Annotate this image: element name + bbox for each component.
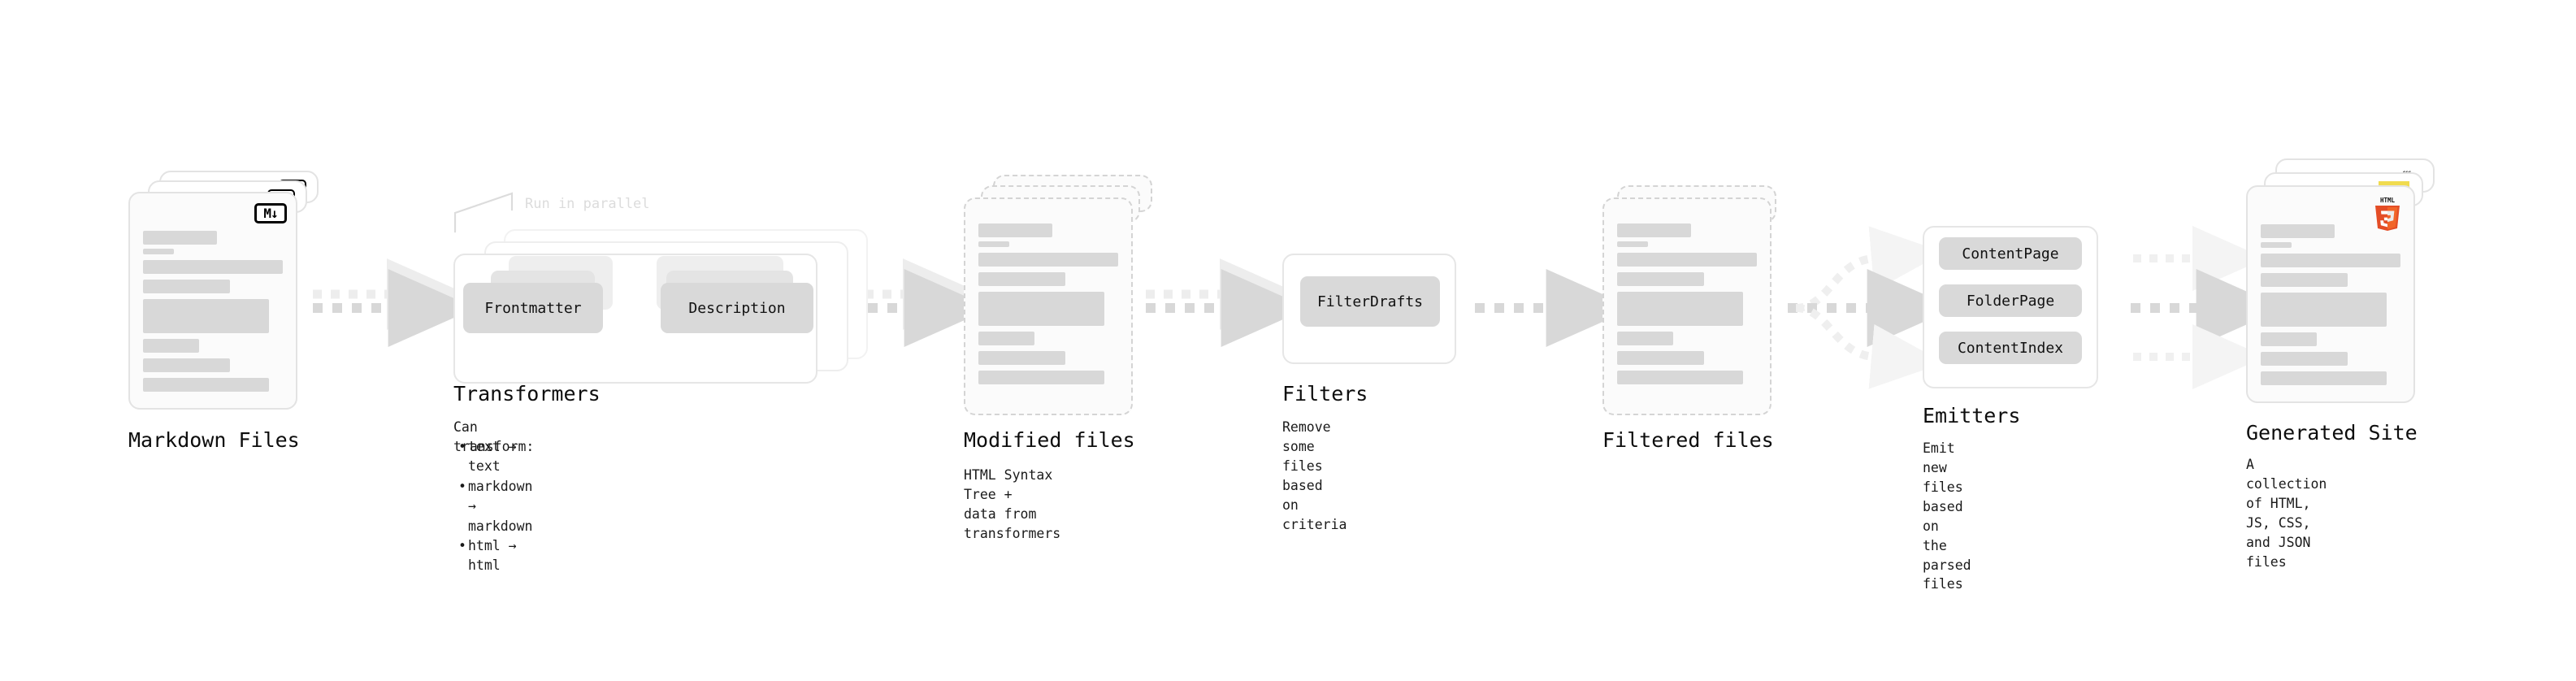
content-bar: [978, 351, 1065, 365]
content-bar: [2261, 254, 2400, 267]
content-bar: [978, 332, 1034, 345]
modified-card-front[interactable]: [964, 197, 1133, 415]
content-bar: [143, 299, 269, 333]
content-bar: [143, 358, 230, 372]
transformer-pill-frontmatter-label: Frontmatter: [484, 299, 582, 317]
markdown-card-content: [143, 231, 283, 392]
content-bar: [143, 280, 230, 293]
emitters-subtitle: Emit new files based on the parsed files: [1923, 440, 1971, 592]
filter-pill-filterdrafts-label: FilterDrafts: [1316, 293, 1424, 310]
filtered-card-front[interactable]: [1602, 197, 1772, 415]
markdown-files-title: Markdown Files: [128, 428, 300, 452]
transformer-pill-description-label: Description: [688, 299, 786, 317]
modified-files-subtitle: HTML Syntax Tree + data from transformer…: [964, 467, 1061, 541]
modified-files-title: Modified files: [964, 428, 1135, 452]
content-bar: [2261, 352, 2348, 366]
arrow-modified-to-filters: [1146, 258, 1309, 347]
content-bar: [1617, 253, 1757, 267]
content-bar: [1617, 351, 1704, 365]
content-bar: [1617, 272, 1704, 286]
list-item: html → html: [457, 536, 532, 576]
filter-pill-filterdrafts[interactable]: FilterDrafts: [1300, 276, 1440, 327]
content-bar: [143, 378, 269, 392]
emitter-pill-contentindex[interactable]: ContentIndex: [1939, 332, 2082, 364]
markdown-card-front[interactable]: M↓: [128, 192, 297, 410]
content-bar: [2261, 242, 2292, 248]
transformers-capability-list: text → text markdown → markdown html → h…: [457, 437, 532, 576]
content-bar: [2261, 224, 2335, 238]
list-item: text → text: [457, 437, 532, 477]
content-bar: [1617, 292, 1743, 326]
content-bar: [2261, 293, 2387, 327]
arrow-filtered-to-emitters: [1788, 226, 1955, 389]
transformers-title: Transformers: [453, 382, 601, 406]
run-in-parallel-label: Run in parallel: [525, 196, 650, 212]
content-bar: [978, 253, 1118, 267]
transformer-pill-frontmatter[interactable]: Frontmatter: [463, 283, 603, 333]
markdown-logo-icon: M↓: [254, 203, 287, 223]
content-bar: [978, 223, 1053, 237]
content-bar: [1617, 223, 1692, 237]
content-bar: [143, 249, 174, 254]
emitter-pill-contentpage-label: ContentPage: [1962, 245, 2059, 262]
list-item: markdown → markdown: [457, 477, 532, 536]
emitter-pill-folderpage[interactable]: FolderPage: [1939, 284, 2082, 317]
content-bar: [143, 231, 218, 245]
content-bar: [2261, 332, 2317, 346]
content-bar: [978, 371, 1104, 384]
content-bar: [2261, 273, 2348, 287]
arrow-emitters-to-site: [2131, 226, 2284, 389]
content-bar: [143, 260, 283, 274]
emitter-pill-folderpage-label: FolderPage: [1966, 292, 2055, 310]
html5-logo-icon: HTML: [2371, 195, 2404, 231]
content-bar: [1617, 332, 1673, 345]
modified-card-content: [978, 223, 1118, 384]
emitters-title: Emitters: [1923, 404, 2021, 427]
content-bar: [978, 272, 1065, 286]
filtered-files-title: Filtered files: [1602, 428, 1774, 452]
generated-site-title: Generated Site: [2246, 421, 2418, 445]
content-bar: [2261, 371, 2387, 385]
run-in-parallel-bracket: [453, 192, 514, 233]
site-card-content: [2261, 224, 2400, 385]
svg-text:HTML: HTML: [2380, 197, 2396, 204]
content-bar: [978, 241, 1009, 247]
content-bar: [978, 292, 1104, 326]
site-card-front[interactable]: HTML: [2246, 185, 2415, 403]
emitter-pill-contentpage[interactable]: ContentPage: [1939, 237, 2082, 270]
emitter-pill-contentindex-label: ContentIndex: [1957, 339, 2064, 357]
transformer-pill-description[interactable]: Description: [661, 283, 813, 333]
content-bar: [143, 339, 199, 353]
generated-site-subtitle: A collection of HTML, JS, CSS, and JSON …: [2246, 457, 2327, 570]
content-bar: [1617, 241, 1648, 247]
arrow-markdown-to-transformers: [313, 258, 476, 347]
filters-title: Filters: [1282, 382, 1368, 406]
content-bar: [1617, 371, 1743, 384]
filters-subtitle: Remove some files based on criteria: [1282, 419, 1347, 532]
filtered-card-content: [1617, 223, 1757, 384]
